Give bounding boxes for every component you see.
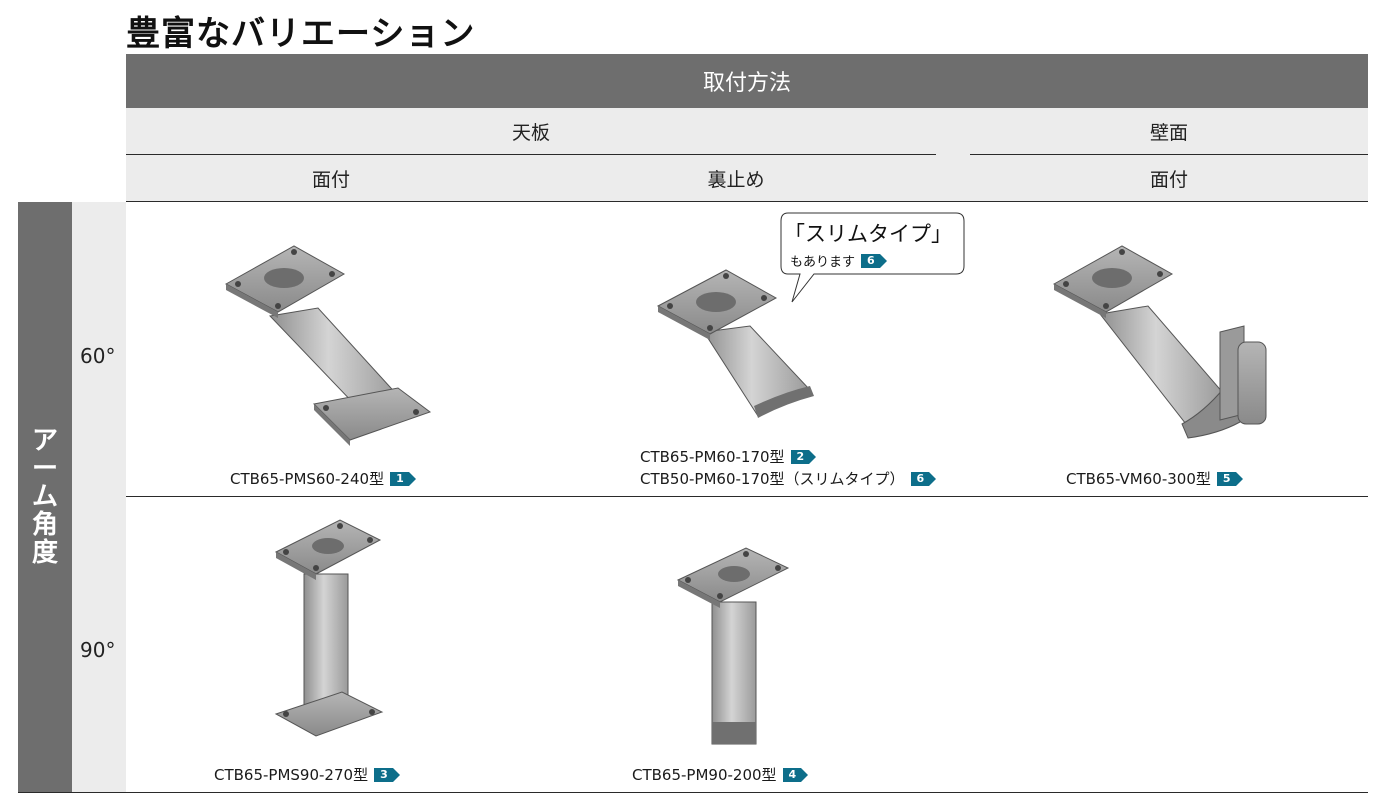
badge-number: 3 xyxy=(374,767,393,782)
badge-arrow-icon xyxy=(392,767,400,782)
badge-link[interactable]: 6 xyxy=(861,253,887,268)
header-sub-wall-surface: 面付 xyxy=(1149,168,1188,191)
badge-arrow-icon xyxy=(408,471,416,486)
product-model: CTB65-PM60-170型 xyxy=(640,448,785,466)
angle-90: 90° xyxy=(80,638,116,662)
badge-arrow-icon xyxy=(801,767,809,782)
badge-number: 6 xyxy=(910,471,930,486)
row-divider xyxy=(18,792,1368,793)
product-image-pm90 xyxy=(676,547,790,745)
product-image-pms60 xyxy=(224,245,432,446)
product-caption: CTB65-PM60-170型 2 xyxy=(640,446,817,467)
badge-arrow-icon xyxy=(1235,471,1243,486)
side-arm-angle: ア ー ム 角 度 xyxy=(18,202,72,792)
badge-link[interactable]: 2 xyxy=(790,449,817,464)
product-model: CTB65-PM90-200型 xyxy=(632,766,777,784)
product-caption: CTB65-PMS60-240型 1 xyxy=(230,468,416,489)
badge-link[interactable]: 6 xyxy=(910,471,937,486)
side-label-char: ー xyxy=(31,453,58,484)
divider xyxy=(126,154,936,155)
product-caption: CTB65-PM90-200型 4 xyxy=(632,764,809,785)
badge-number: 6 xyxy=(861,253,880,268)
product-model: CTB65-PMS90-270型 xyxy=(214,766,369,784)
badge-arrow-icon xyxy=(879,253,887,268)
product-model: CTB50-PM60-170型（スリムタイプ） xyxy=(640,470,905,488)
product-caption: CTB50-PM60-170型（スリムタイプ） 6 xyxy=(640,468,937,489)
callout-subtext-label: もあります xyxy=(790,255,856,270)
badge-number: 1 xyxy=(390,471,409,486)
angle-60: 60° xyxy=(80,344,116,368)
product-model: CTB65-PMS60-240型 xyxy=(230,470,385,488)
badge-number: 2 xyxy=(790,449,810,464)
badge-link[interactable]: 4 xyxy=(782,767,809,782)
badge-arrow-icon xyxy=(929,471,937,486)
divider xyxy=(970,154,1368,155)
page-title: 豊富なバリエーション xyxy=(126,14,476,54)
badge-number: 4 xyxy=(782,767,802,782)
product-image-pm60 xyxy=(656,269,814,418)
callout-title: 「スリムタイプ」 xyxy=(784,222,952,246)
header-mounting-method: 取付方法 xyxy=(126,54,1368,108)
badge-link[interactable]: 5 xyxy=(1216,471,1243,486)
row-divider xyxy=(126,496,1368,497)
side-label-char: 角 xyxy=(31,510,58,541)
product-image-pms90 xyxy=(274,519,384,737)
badge-number: 5 xyxy=(1216,471,1236,486)
header-sub-rear: 裏止め xyxy=(707,168,765,191)
header-sub-surface: 面付 xyxy=(311,168,350,191)
badge-link[interactable]: 3 xyxy=(374,767,400,782)
divider xyxy=(126,201,1368,202)
badge-link[interactable]: 1 xyxy=(390,471,416,486)
product-model: CTB65-VM60-300型 xyxy=(1066,470,1211,488)
side-label-char: 度 xyxy=(31,538,58,569)
product-caption: CTB65-PMS90-270型 3 xyxy=(214,764,400,785)
header-group-tabletop: 天板 xyxy=(511,121,550,144)
badge-arrow-icon xyxy=(809,449,817,464)
side-label-char: ム xyxy=(31,481,58,512)
product-image-vm60 xyxy=(1052,245,1267,439)
callout-subtext: もあります 6 xyxy=(790,251,887,270)
side-angle-column xyxy=(72,202,126,792)
header-group-wall: 壁面 xyxy=(1149,121,1188,144)
product-caption: CTB65-VM60-300型 5 xyxy=(1066,468,1243,489)
side-label-char: ア xyxy=(31,425,58,456)
